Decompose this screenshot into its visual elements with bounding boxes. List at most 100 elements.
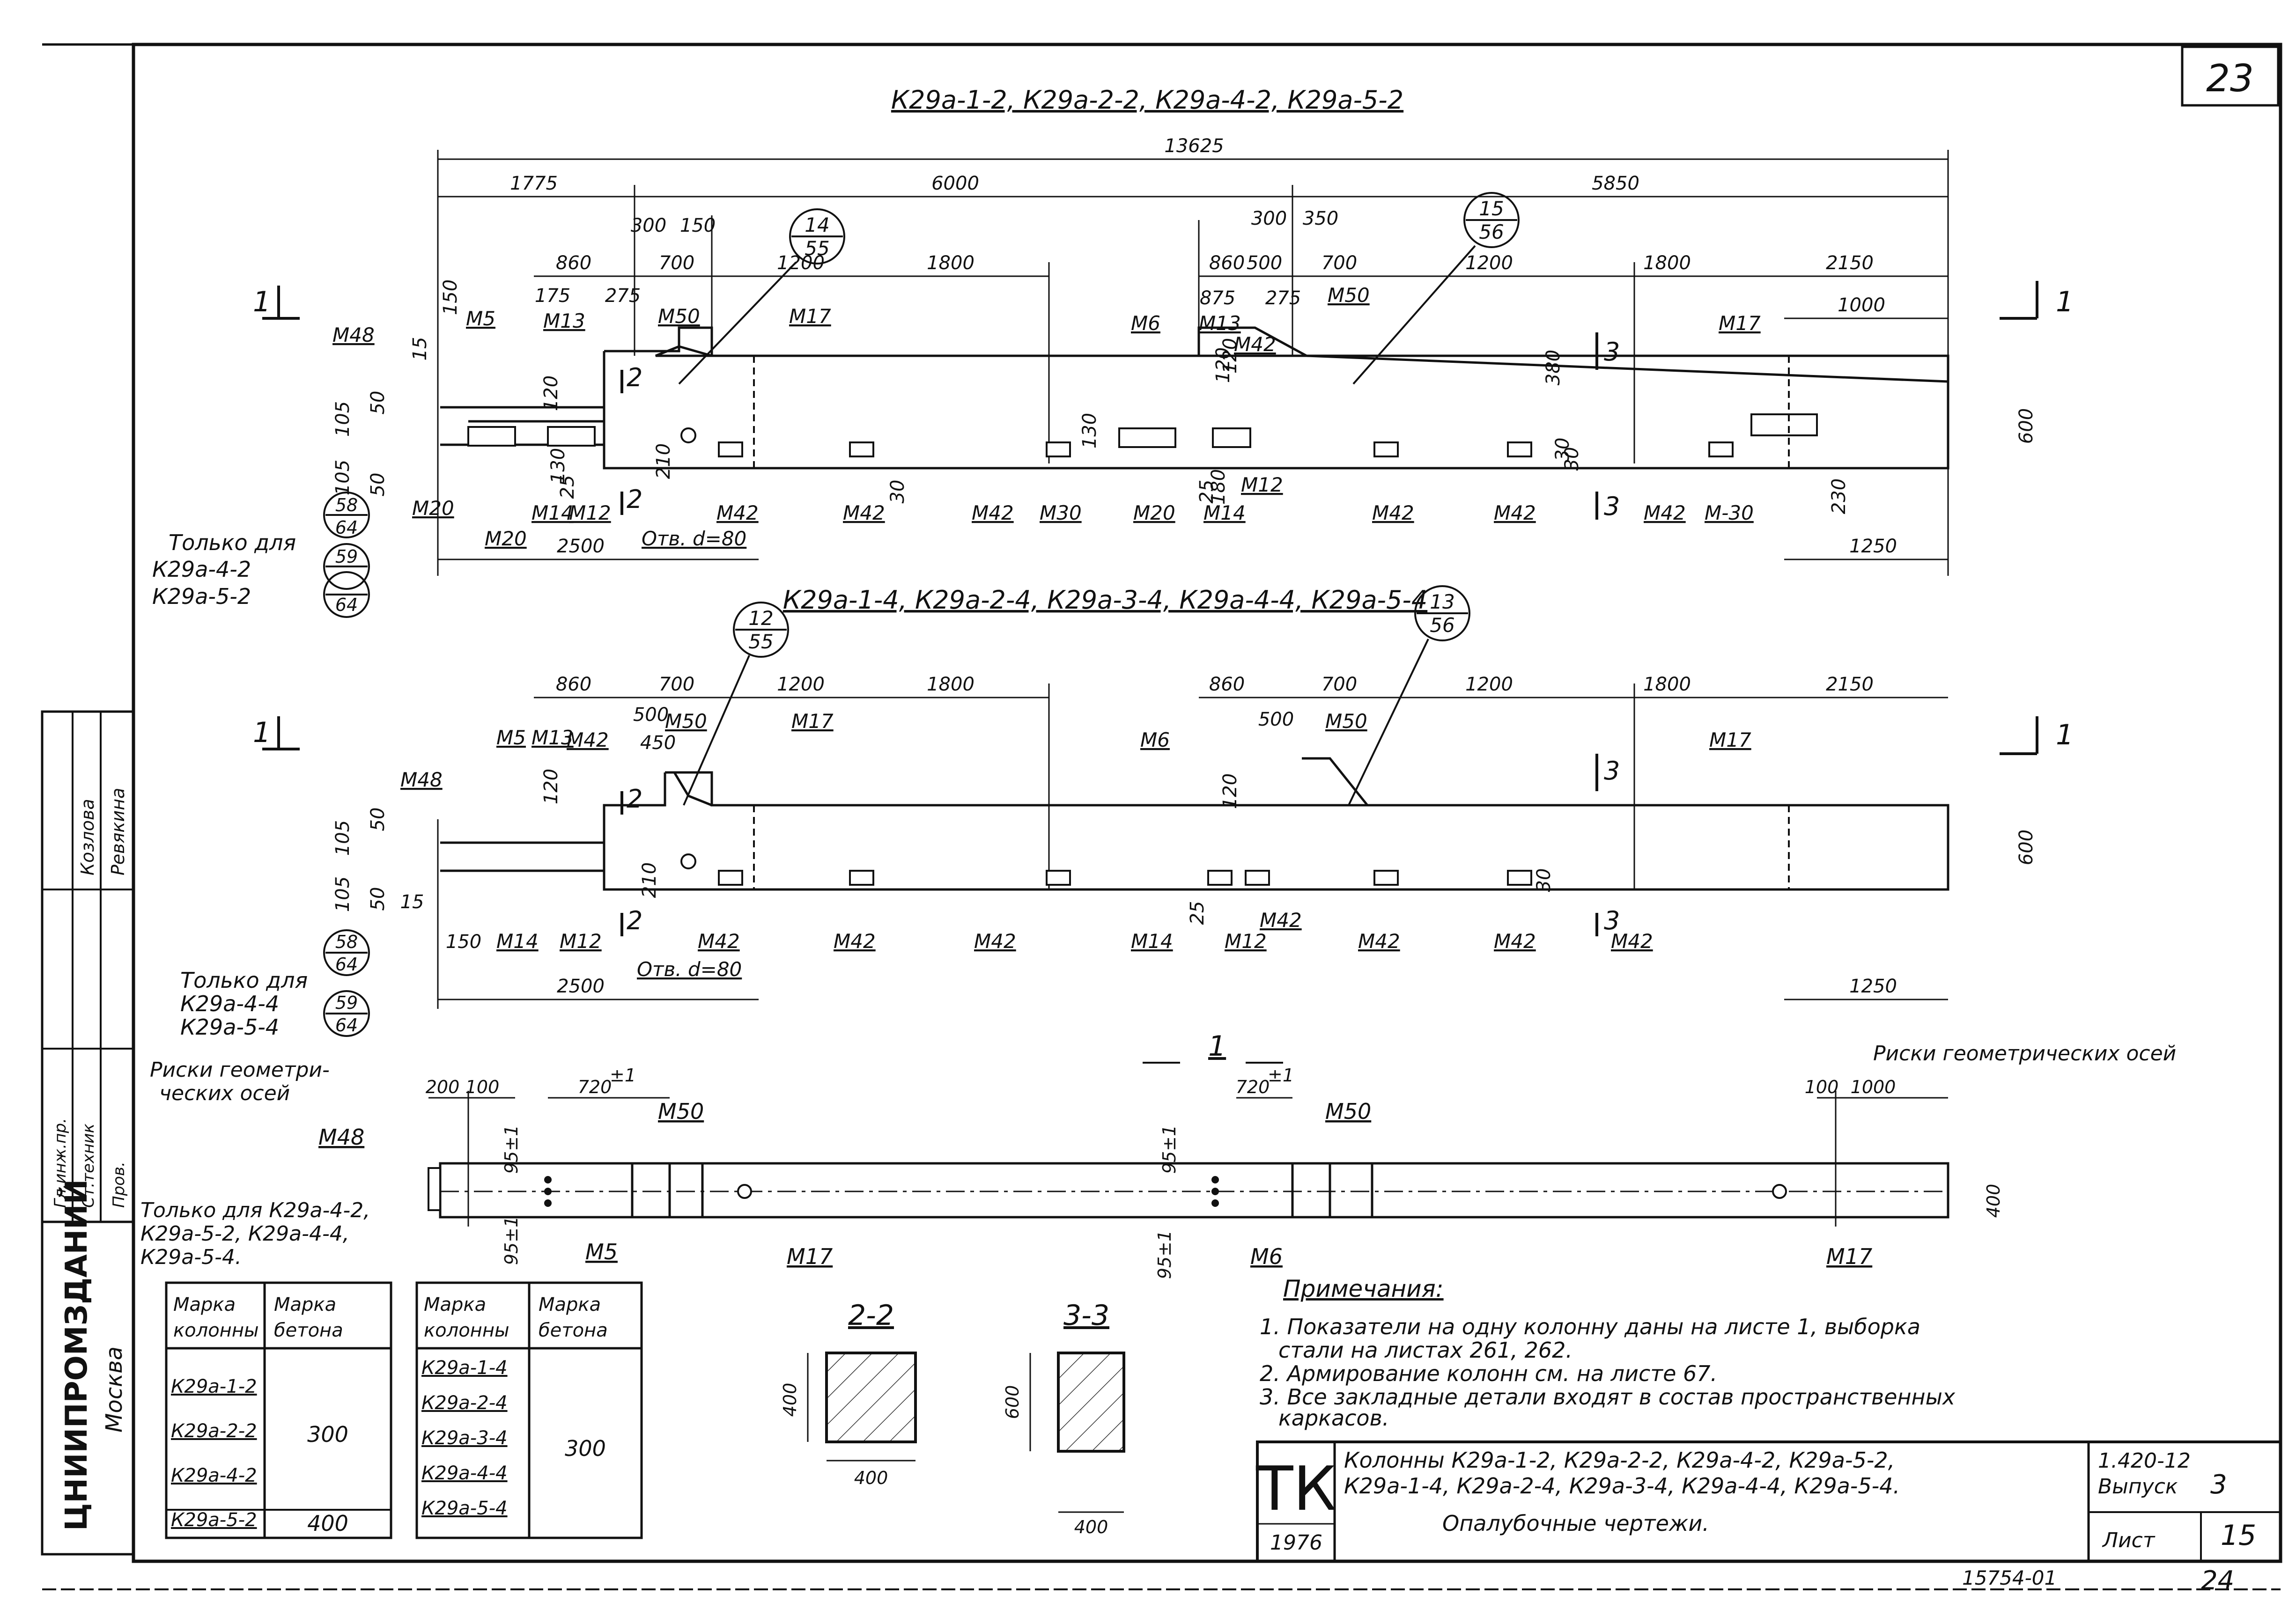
part-mark: М50 [1325, 710, 1367, 733]
stamp-under-number: 24 [2201, 1565, 2234, 1596]
svg-text:3. Все закладные детали входят: 3. Все закладные детали входят в состав … [1260, 1384, 1956, 1410]
dimension: ±1 [1268, 1065, 1294, 1086]
dimension: 50 [367, 808, 389, 831]
dimension: 1250 [1849, 536, 1897, 557]
dimension: 95±1 [1159, 1125, 1180, 1174]
part-mark: М42 [567, 728, 609, 751]
part-mark: М48 [400, 768, 443, 791]
dimension: 200 [426, 1077, 460, 1097]
svg-text:15: 15 [1479, 197, 1504, 220]
part-mark: М17 [791, 710, 834, 733]
dimension: 120 [1219, 338, 1241, 374]
part-mark: М42 [843, 501, 885, 524]
part-mark: М5 [496, 726, 526, 749]
svg-text:колонны: колонны [424, 1320, 509, 1341]
dimension: 1200 [777, 674, 825, 695]
table-row: К29а-1-4 [421, 1357, 508, 1379]
svg-text:13: 13 [1430, 590, 1454, 613]
svg-text:2: 2 [627, 363, 642, 392]
stamp-archive: 15754-01 [1962, 1566, 2057, 1589]
dimension: 30 [887, 480, 908, 504]
table-1-concrete-400: 400 [307, 1511, 348, 1536]
dimension: 2500 [557, 976, 605, 997]
part-mark: М20 [412, 497, 454, 520]
svg-text:2-2: 2-2 [848, 1299, 894, 1332]
svg-text:2: 2 [627, 906, 642, 935]
svg-text:55: 55 [748, 630, 773, 653]
part-mark: М42 [716, 501, 759, 524]
drawing-2-only-for: Только для [180, 968, 308, 993]
part-mark: М13 [1199, 312, 1241, 335]
svg-text:Марка: Марка [539, 1294, 601, 1315]
dimension: 875 [1200, 287, 1235, 309]
dimension: 30 [1552, 438, 1573, 462]
dimension: 400 [1983, 1184, 2004, 1218]
svg-text:64: 64 [335, 517, 358, 538]
part-mark: М42 [834, 930, 876, 953]
svg-text:каркасов.: каркасов. [1278, 1405, 1389, 1431]
dimension: 13625 [1164, 135, 1224, 157]
table-row: К29а-4-4 [421, 1462, 508, 1484]
dimension: 300 [631, 215, 666, 236]
side-org: ЦНИИПРОМЗДАНИЙ [59, 1179, 94, 1531]
part-mark: М50 [1328, 284, 1370, 307]
part-mark: М20 [485, 527, 527, 550]
table-row: К29а-5-2 [171, 1509, 257, 1531]
part-mark: М12 [1241, 473, 1283, 496]
column-1-body [440, 326, 1949, 470]
dimension: 2500 [557, 536, 605, 557]
dimension: 150 [440, 279, 461, 315]
table-row: К29а-4-2 [171, 1465, 257, 1486]
svg-text:59: 59 [335, 546, 358, 567]
part-mark: М6 [1131, 312, 1160, 335]
dimension: 25 [557, 475, 578, 499]
stamp-issue-label: Выпуск [2098, 1475, 2178, 1499]
part-mark: М42 [1260, 909, 1302, 932]
dimension: 120 [1219, 773, 1241, 809]
part-mark: М50 [665, 710, 707, 733]
part-mark: М17 [1826, 1244, 1872, 1269]
dimension: 120 [1212, 347, 1234, 383]
dimension: 350 [1303, 208, 1338, 229]
stamp-title-1: Колонны К29а-1-2, К29а-2-2, К29а-4-2, К2… [1344, 1448, 1895, 1473]
section-3-3: 3-3 400 600 [1002, 1299, 1125, 1537]
part-mark: М12 [560, 930, 602, 953]
stamp-series: 1.420-12 [2098, 1449, 2191, 1473]
dimension: 95±1 [1154, 1230, 1175, 1279]
plan-axes-right: Риски геометрических осей [1873, 1042, 2176, 1066]
part-mark: М30 [1040, 501, 1082, 524]
notes-title: Примечания: [1283, 1275, 1444, 1302]
stamp-title-3: Опалубочные чертежи. [1442, 1511, 1709, 1536]
part-mark: М14 [496, 930, 539, 953]
svg-text:1: 1 [2056, 719, 2074, 751]
stamp-issue: 3 [2210, 1470, 2227, 1500]
svg-text:1. Показатели на одну колонну: 1. Показатели на одну колонну даны на ли… [1260, 1314, 1920, 1339]
stamp-logo: ТК [1255, 1453, 1336, 1524]
part-mark: М42 [974, 930, 1016, 953]
svg-text:Ст.техник: Ст.техник [79, 1123, 98, 1208]
svg-text:Марка: Марка [274, 1294, 336, 1315]
dimension: 1200 [777, 252, 825, 274]
section-2-2: 2-2 400 400 [780, 1299, 917, 1488]
dimension: 860 [556, 674, 591, 695]
dimension: 30 [1561, 447, 1583, 471]
dimension: 380 [1543, 350, 1564, 385]
drawing-1-title: К29а-1-2, К29а-2-2, К29а-4-2, К29а-5-2 [891, 85, 1403, 115]
table-row: К29а-2-4 [421, 1392, 508, 1414]
dimension: 15 [409, 337, 431, 361]
dimension: 2150 [1826, 252, 1874, 274]
svg-text:400: 400 [854, 1468, 888, 1488]
svg-text:3: 3 [1604, 906, 1620, 935]
drawing-2-title: К29а-1-4, К29а-2-4, К29а-3-4, К29а-4-4, … [783, 585, 1427, 615]
part-mark: М42 [1644, 501, 1686, 524]
dimension: 860 [1209, 674, 1245, 695]
dimension: 275 [605, 285, 641, 307]
svg-text:Ревякина: Ревякина [108, 788, 128, 875]
part-mark: М42 [1494, 501, 1536, 524]
stamp-title-2: К29а-1-4, К29а-2-4, К29а-3-4, К29а-4-4, … [1344, 1473, 1900, 1499]
concrete-table-1: Марка колонны Марка бетона К29а-1-2К29а-… [165, 1281, 392, 1539]
